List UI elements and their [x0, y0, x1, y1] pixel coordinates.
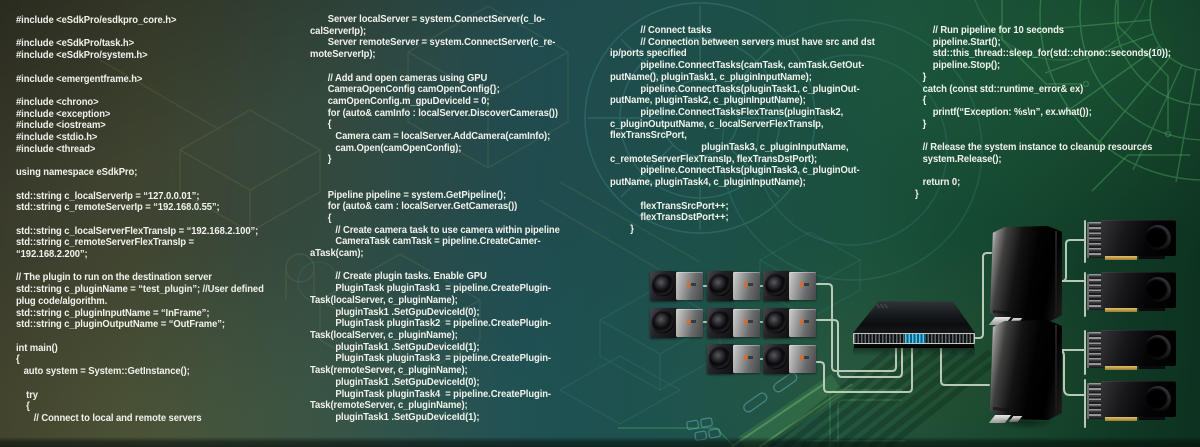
camera-lens-icon — [766, 312, 787, 333]
gpu-pcie-connector — [1105, 308, 1137, 312]
camera-icon — [707, 271, 760, 301]
emergent-logo-icon — [687, 282, 696, 288]
camera-lens-icon — [710, 312, 731, 333]
code-column-1: #include <eSdkPro/esdkpro_core.h> #inclu… — [16, 14, 264, 424]
camera-lens-icon — [710, 348, 731, 369]
emergent-logo-icon — [687, 319, 696, 325]
camera-lens-icon — [653, 312, 674, 333]
emergent-logo-icon — [744, 282, 753, 288]
camera-icon — [763, 308, 816, 338]
camera-icon — [763, 344, 816, 374]
emergent-logo-icon — [800, 355, 809, 361]
gpu-pcie-connector — [1105, 256, 1137, 260]
gpu-fan-icon — [1145, 386, 1171, 412]
gpu-card-icon — [1085, 220, 1178, 263]
server-tower-icon — [987, 226, 1067, 335]
gpu-pcie-connector — [1105, 366, 1137, 370]
camera-lens-icon — [766, 275, 787, 296]
camera-icon — [650, 308, 703, 338]
camera-lens-icon — [710, 275, 731, 296]
switch-shadow — [853, 348, 975, 356]
code-column-2: Server localServer = system.ConnectServe… — [310, 13, 560, 423]
emergent-logo-icon — [800, 282, 809, 288]
server-shadow — [987, 420, 1067, 433]
switch-top-face — [853, 301, 975, 333]
camera-icon — [707, 344, 760, 374]
gpu-bracket — [1087, 332, 1104, 368]
server-tower-body — [990, 320, 1062, 420]
gpu-fan-icon — [1145, 225, 1171, 251]
emergent-logo-icon — [744, 319, 753, 325]
switch-active-ports — [905, 334, 927, 343]
camera-icon — [763, 271, 816, 301]
gpu-fan-icon — [1145, 335, 1171, 361]
emergent-logo-icon — [800, 319, 809, 325]
bottom-edge-shadow — [0, 437, 1200, 447]
gpu-fan-icon — [1145, 277, 1171, 303]
server-tower-icon — [987, 320, 1067, 433]
gpu-card-icon — [1085, 381, 1178, 424]
code-column-4: // Run pipeline for 10 seconds pipeline.… — [915, 24, 1171, 200]
gpu-bracket — [1087, 222, 1104, 258]
camera-lens-icon — [653, 275, 674, 296]
gpu-card-icon — [1085, 330, 1178, 373]
gpu-card-icon — [1085, 272, 1178, 315]
camera-icon — [707, 308, 760, 338]
camera-lens-icon — [766, 348, 787, 369]
network-switch-icon — [853, 300, 975, 356]
code-column-3: // Connect tasks // Connection between s… — [610, 24, 875, 235]
gpu-pcie-connector — [1105, 417, 1137, 421]
gpu-bracket — [1087, 383, 1104, 419]
switch-base — [854, 344, 974, 348]
emergent-logo-icon — [744, 355, 753, 361]
camera-icon — [650, 271, 703, 301]
server-tower-body — [990, 226, 1062, 322]
gpu-bracket — [1087, 274, 1104, 310]
